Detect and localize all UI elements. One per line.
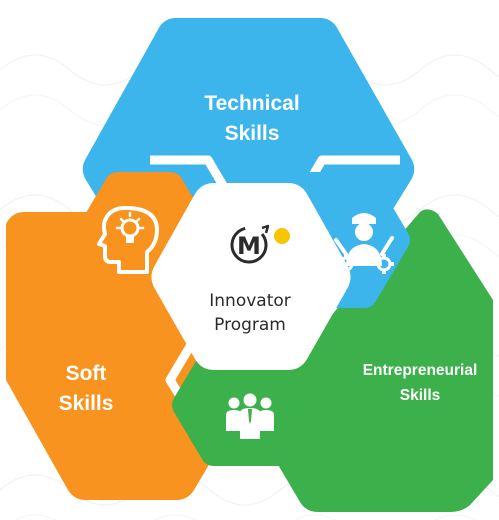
logo-letter: M — [237, 232, 261, 260]
head-lightbulb-icon — [97, 206, 159, 274]
entrepreneurial-label-line2: Skills — [400, 387, 441, 404]
center-label-line2: Program — [214, 315, 286, 335]
center-label-line1: Innovator — [209, 291, 291, 311]
soft-label-line2: Skills — [59, 392, 114, 415]
team-people-icon — [226, 393, 274, 439]
center-hexagon — [151, 183, 351, 370]
technical-label-line1: Technical — [204, 92, 299, 115]
soft-label-line1: Soft — [66, 362, 107, 385]
engineer-gears-icon — [334, 213, 394, 274]
technical-label-line2: Skills — [225, 122, 280, 145]
entrepreneurial-label-line1: Entrepreneurial — [363, 362, 478, 379]
m-logo-icon: M — [230, 224, 290, 264]
